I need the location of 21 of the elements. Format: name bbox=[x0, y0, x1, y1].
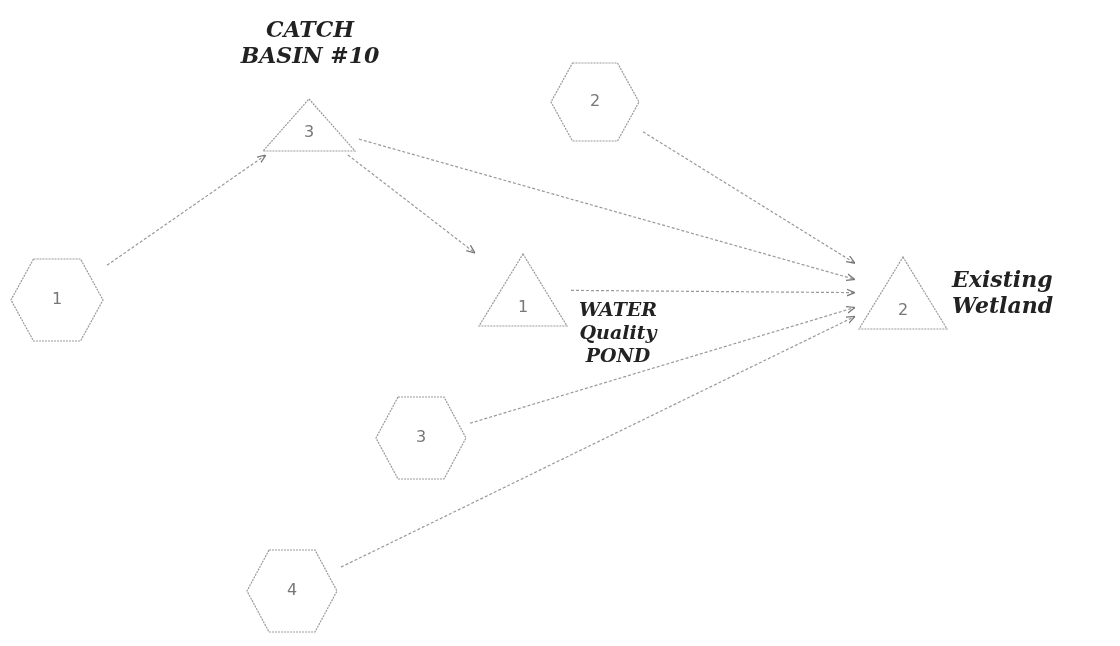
handwritten-label: WATER Quality POND bbox=[577, 298, 659, 367]
arrow bbox=[340, 315, 856, 568]
node-number: 1 bbox=[516, 297, 530, 316]
subcatchment-hexagon bbox=[246, 549, 338, 633]
subcatchment-hexagon bbox=[10, 258, 104, 342]
subcatchment-hexagon bbox=[550, 62, 640, 142]
node-number: 3 bbox=[414, 427, 428, 446]
handwritten-label: CATCH BASIN #10 bbox=[239, 16, 381, 69]
arrow bbox=[469, 306, 856, 424]
arrow bbox=[570, 288, 856, 297]
node-number: 3 bbox=[302, 122, 316, 141]
arrow bbox=[347, 154, 476, 254]
node-number: 1 bbox=[50, 289, 64, 308]
arrow bbox=[642, 131, 856, 264]
subcatchment-hexagon bbox=[375, 396, 467, 480]
arrow bbox=[106, 154, 267, 266]
arrow bbox=[358, 138, 856, 281]
node-number: 4 bbox=[285, 580, 299, 599]
node-number: 2 bbox=[588, 91, 602, 110]
handwritten-label: Existing Wetland bbox=[952, 266, 1055, 319]
node-number: 2 bbox=[896, 300, 910, 319]
